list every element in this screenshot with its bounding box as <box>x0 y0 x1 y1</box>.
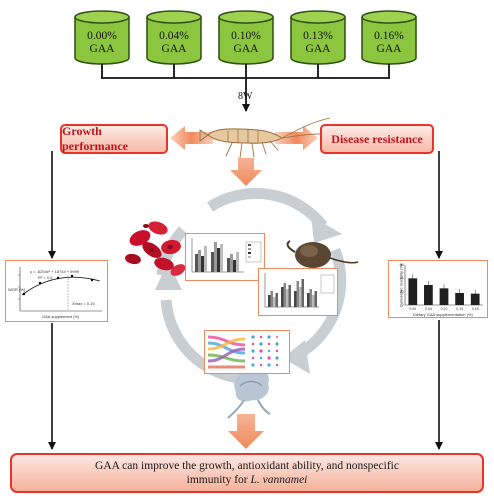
tank-label-3: 0.10% GAA <box>220 30 272 56</box>
growth-chart-panel: y = -6254x² + 1874x + 9999 R² = 0.9 Xmax… <box>5 260 108 322</box>
treatment-label: GAA <box>233 43 259 55</box>
dose-label: 0.16% <box>374 30 404 42</box>
arrow-to-disease <box>275 126 318 150</box>
sankey-heatmap-figure <box>207 335 279 369</box>
shrimp-illustration <box>199 117 333 159</box>
gene-expression-panel <box>204 330 290 374</box>
mortality-xlabel: Dietary GAA supplementation (%) <box>413 312 473 317</box>
disease-resistance-box: Disease resistance <box>320 124 434 154</box>
dose-label: 0.00% <box>87 30 117 42</box>
disease-chart-panel: 0.00 0.04 0.10 0.13 0.16 60 40 20 0 Cumulative m… <box>388 260 488 318</box>
tank-4 <box>290 10 346 65</box>
mortality-bar-chart: 0.00 0.04 0.10 0.13 0.16 60 40 20 0 <box>400 263 483 311</box>
treatment-label: GAA <box>376 43 402 55</box>
mortality-bar <box>408 278 418 305</box>
growth-equation: y = -6254x² + 1874x + 9999 <box>30 269 80 274</box>
conclusion-line-2: immunity for L. vannamei <box>12 473 482 487</box>
tank-label-2: 0.04% GAA <box>148 30 200 56</box>
x-tick-label: 0.13 <box>456 307 463 311</box>
trial-duration: 8W <box>238 91 253 102</box>
growth-performance-box: Growth performance <box>60 124 168 154</box>
mortality-bar <box>470 293 480 305</box>
y-tick-label: 60 <box>400 263 404 267</box>
antioxidant-mini-chart <box>191 238 262 273</box>
growth-chart <box>18 267 102 312</box>
growth-xlabel: GAA supplement (%) <box>42 314 80 319</box>
treatment-label: GAA <box>161 43 187 55</box>
treatment-label: GAA <box>305 43 331 55</box>
red-blood-cells-icon <box>125 221 186 276</box>
arrow-down-result <box>228 414 264 449</box>
hepatopancreas-icon <box>286 240 359 268</box>
mortality-bar <box>455 293 464 305</box>
antioxidant-chart-panel <box>185 233 265 281</box>
tank-connectors <box>101 64 390 112</box>
conclusion-prefix: immunity for <box>186 474 251 486</box>
arrow-down-center <box>230 158 262 186</box>
mortality-bar <box>424 285 433 305</box>
x-tick-label: 0.00 <box>409 307 416 311</box>
tank-label-5: 0.16% GAA <box>363 30 415 56</box>
mortality-ylabel: Cumulative mortality (%) <box>398 263 404 308</box>
immunity-mini-chart <box>264 273 335 308</box>
y-tick-label: 20 <box>400 290 404 294</box>
dose-label: 0.13% <box>303 30 333 42</box>
x-tick-label: 0.16 <box>472 307 479 311</box>
x-tick-label: 0.04 <box>425 307 432 311</box>
dose-label: 0.04% <box>159 30 189 42</box>
conclusion-box: GAA can improve the growth, antioxidant … <box>10 453 484 493</box>
tank-5 <box>361 10 417 65</box>
growth-r2: R² = 0.9 <box>38 275 53 280</box>
mortality-bar <box>439 288 449 305</box>
arrow-to-growth <box>170 126 213 150</box>
growth-optimum: Xmax = 0.15 <box>72 301 95 306</box>
y-tick-label: 0 <box>402 303 404 307</box>
species-name: L. vannamei <box>250 474 308 486</box>
tank-label-1: 0.00% GAA <box>76 30 128 56</box>
conclusion-line-1: GAA can improve the growth, antioxidant … <box>95 460 399 472</box>
immunity-chart-panel <box>258 268 338 316</box>
y-tick-label: 40 <box>400 277 404 281</box>
growth-ylabel: WGR (%) <box>8 287 26 292</box>
intestine-icon <box>227 369 271 419</box>
tank-label-4: 0.13% GAA <box>292 30 344 56</box>
tank-2 <box>146 10 202 65</box>
x-tick-label: 0.10 <box>441 307 448 311</box>
treatment-label: GAA <box>89 43 115 55</box>
dose-label: 0.10% <box>231 30 261 42</box>
flow-lines <box>48 151 443 450</box>
